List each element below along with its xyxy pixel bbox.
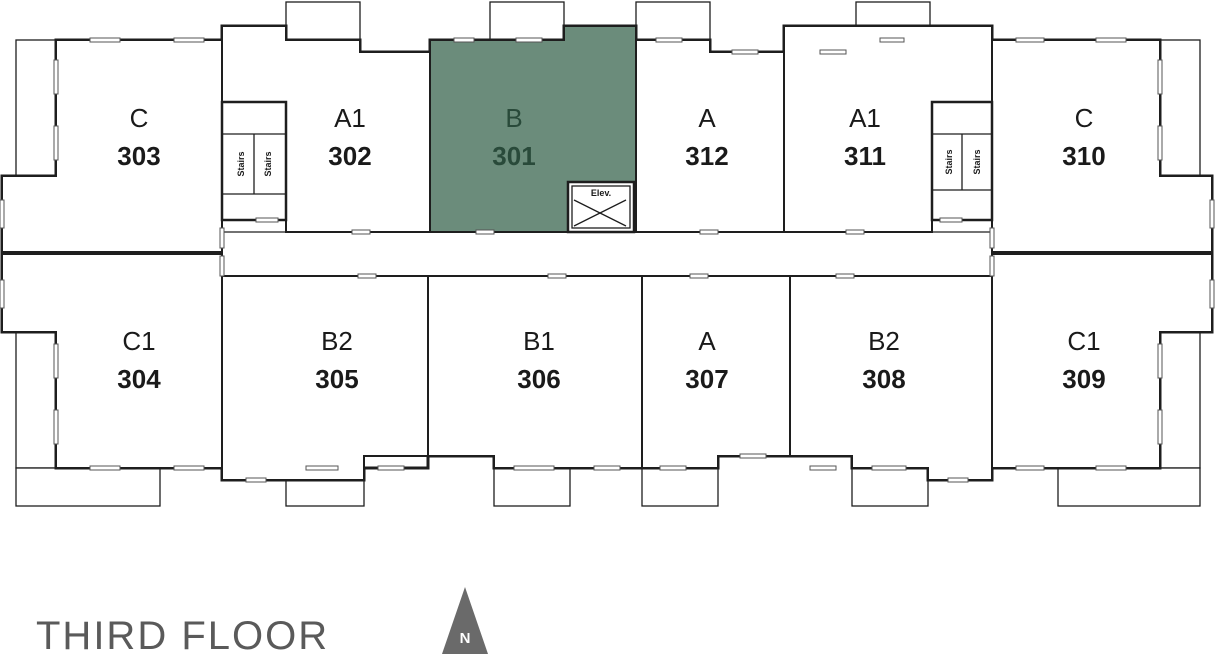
balcony <box>1057 467 1201 507</box>
stairs-label: Stairs <box>944 149 954 174</box>
balcony <box>493 467 571 507</box>
stairwell-east: Stairs Stairs <box>930 100 994 222</box>
windows <box>0 37 1215 483</box>
balcony <box>635 1 711 41</box>
unit-type-label: B <box>505 103 522 133</box>
unit-type-label: A1 <box>849 103 881 133</box>
unit-type-label: B1 <box>523 326 555 356</box>
balcony <box>1159 331 1201 469</box>
unit-labels: C 303 A1 302 B 301 A 312 A1 311 C 310 C1… <box>117 103 1105 394</box>
balcony <box>15 39 57 177</box>
unit-type-label: C <box>1075 103 1094 133</box>
unit-number-label: 305 <box>315 364 358 394</box>
elevator: Elev. <box>566 180 636 234</box>
stairs-label: Stairs <box>263 151 273 176</box>
balcony <box>15 331 57 469</box>
unit-number-label: 304 <box>117 364 161 394</box>
balcony <box>851 467 929 507</box>
unit-number-label: 306 <box>517 364 560 394</box>
unit-number-label: 301 <box>492 141 535 171</box>
unit-301[interactable] <box>429 25 637 233</box>
unit-number-label: 303 <box>117 141 160 171</box>
stairs-label: Stairs <box>236 151 246 176</box>
unit-number-label: 307 <box>685 364 728 394</box>
top-units <box>1 25 1213 253</box>
north-label: N <box>460 630 471 647</box>
balcony <box>15 467 161 507</box>
unit-number-label: 311 <box>844 141 886 171</box>
unit-number-label: 308 <box>862 364 905 394</box>
unit-312[interactable] <box>635 39 785 233</box>
floor-title: THIRD FLOOR <box>36 614 329 658</box>
balcony <box>489 1 565 41</box>
unit-number-label: 312 <box>685 141 728 171</box>
unit-type-label: B2 <box>321 326 353 356</box>
unit-type-label: C1 <box>122 326 155 356</box>
balcony <box>1159 39 1201 177</box>
unit-type-label: A <box>698 103 716 133</box>
stairwell-west: Stairs Stairs <box>220 100 288 222</box>
unit-310[interactable] <box>991 39 1213 253</box>
north-arrow-icon: N <box>442 587 488 654</box>
unit-309[interactable] <box>991 253 1213 469</box>
unit-number-label: 302 <box>328 141 371 171</box>
unit-type-label: A1 <box>334 103 366 133</box>
unit-number-label: 309 <box>1062 364 1105 394</box>
unit-type-label: A <box>698 326 716 356</box>
balconies <box>15 1 1201 507</box>
unit-type-label: C1 <box>1067 326 1100 356</box>
unit-type-label: C <box>130 103 149 133</box>
elevator-label: Elev. <box>591 188 611 198</box>
bottom-units <box>1 253 1213 481</box>
balcony <box>285 1 361 41</box>
balcony <box>641 467 719 507</box>
unit-type-label: B2 <box>868 326 900 356</box>
unit-number-label: 310 <box>1062 141 1105 171</box>
stairs-label: Stairs <box>972 149 982 174</box>
